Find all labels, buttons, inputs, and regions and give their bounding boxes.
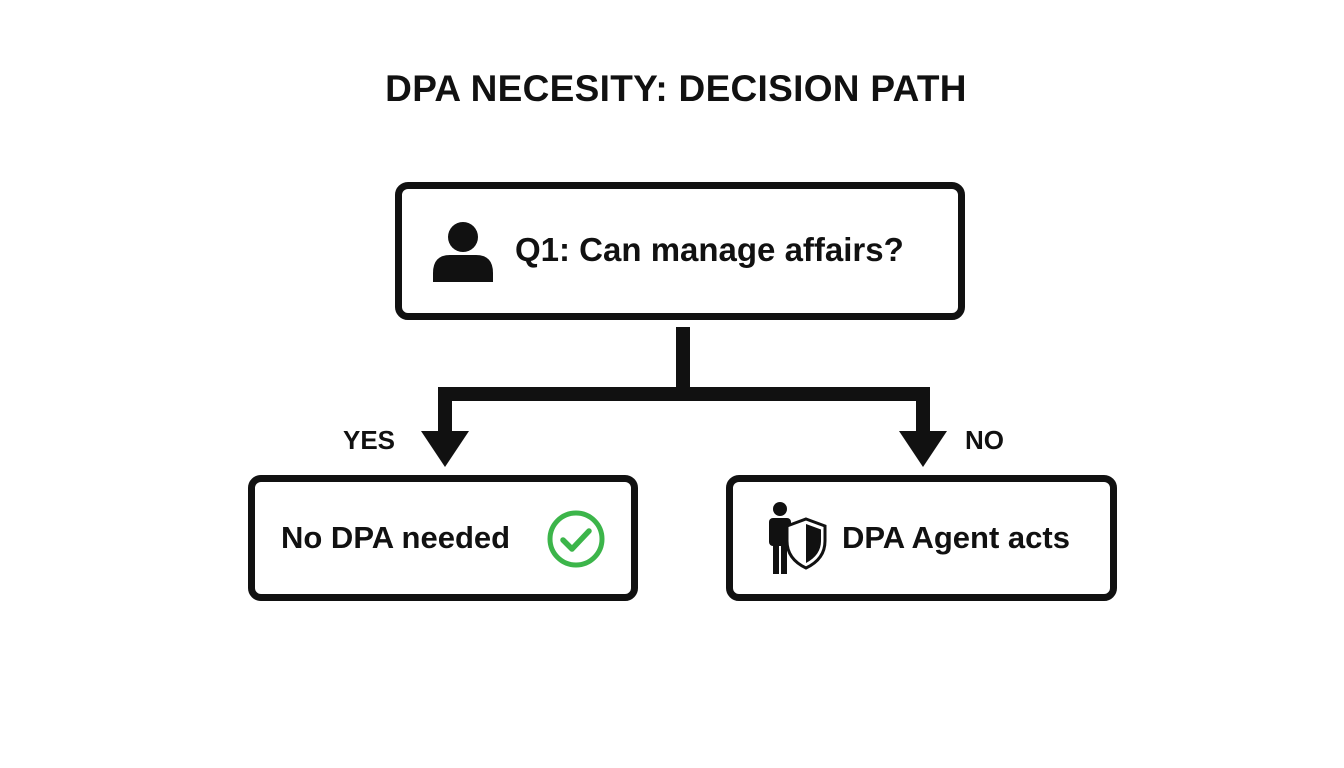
person-shield-icon (769, 502, 827, 574)
horizontal-line (438, 387, 930, 401)
trunk-line (676, 327, 690, 389)
check-circle-icon (547, 510, 605, 568)
yes-branch-label: YES (343, 425, 396, 455)
question-label: Q1: Can manage affairs? (515, 231, 904, 268)
no-branch-line (916, 387, 930, 433)
no-result-label: DPA Agent acts (842, 520, 1070, 555)
yes-branch-line (438, 387, 452, 433)
diagram-title: DPA NECESITY: DECISION PATH (385, 68, 967, 109)
person-icon (433, 222, 493, 282)
yes-result-box (248, 475, 638, 601)
yes-arrowhead (421, 431, 469, 467)
yes-result-label: No DPA needed (281, 520, 511, 555)
question-box (395, 182, 965, 320)
no-branch-label: NO (965, 425, 1004, 455)
no-arrowhead (899, 431, 947, 467)
